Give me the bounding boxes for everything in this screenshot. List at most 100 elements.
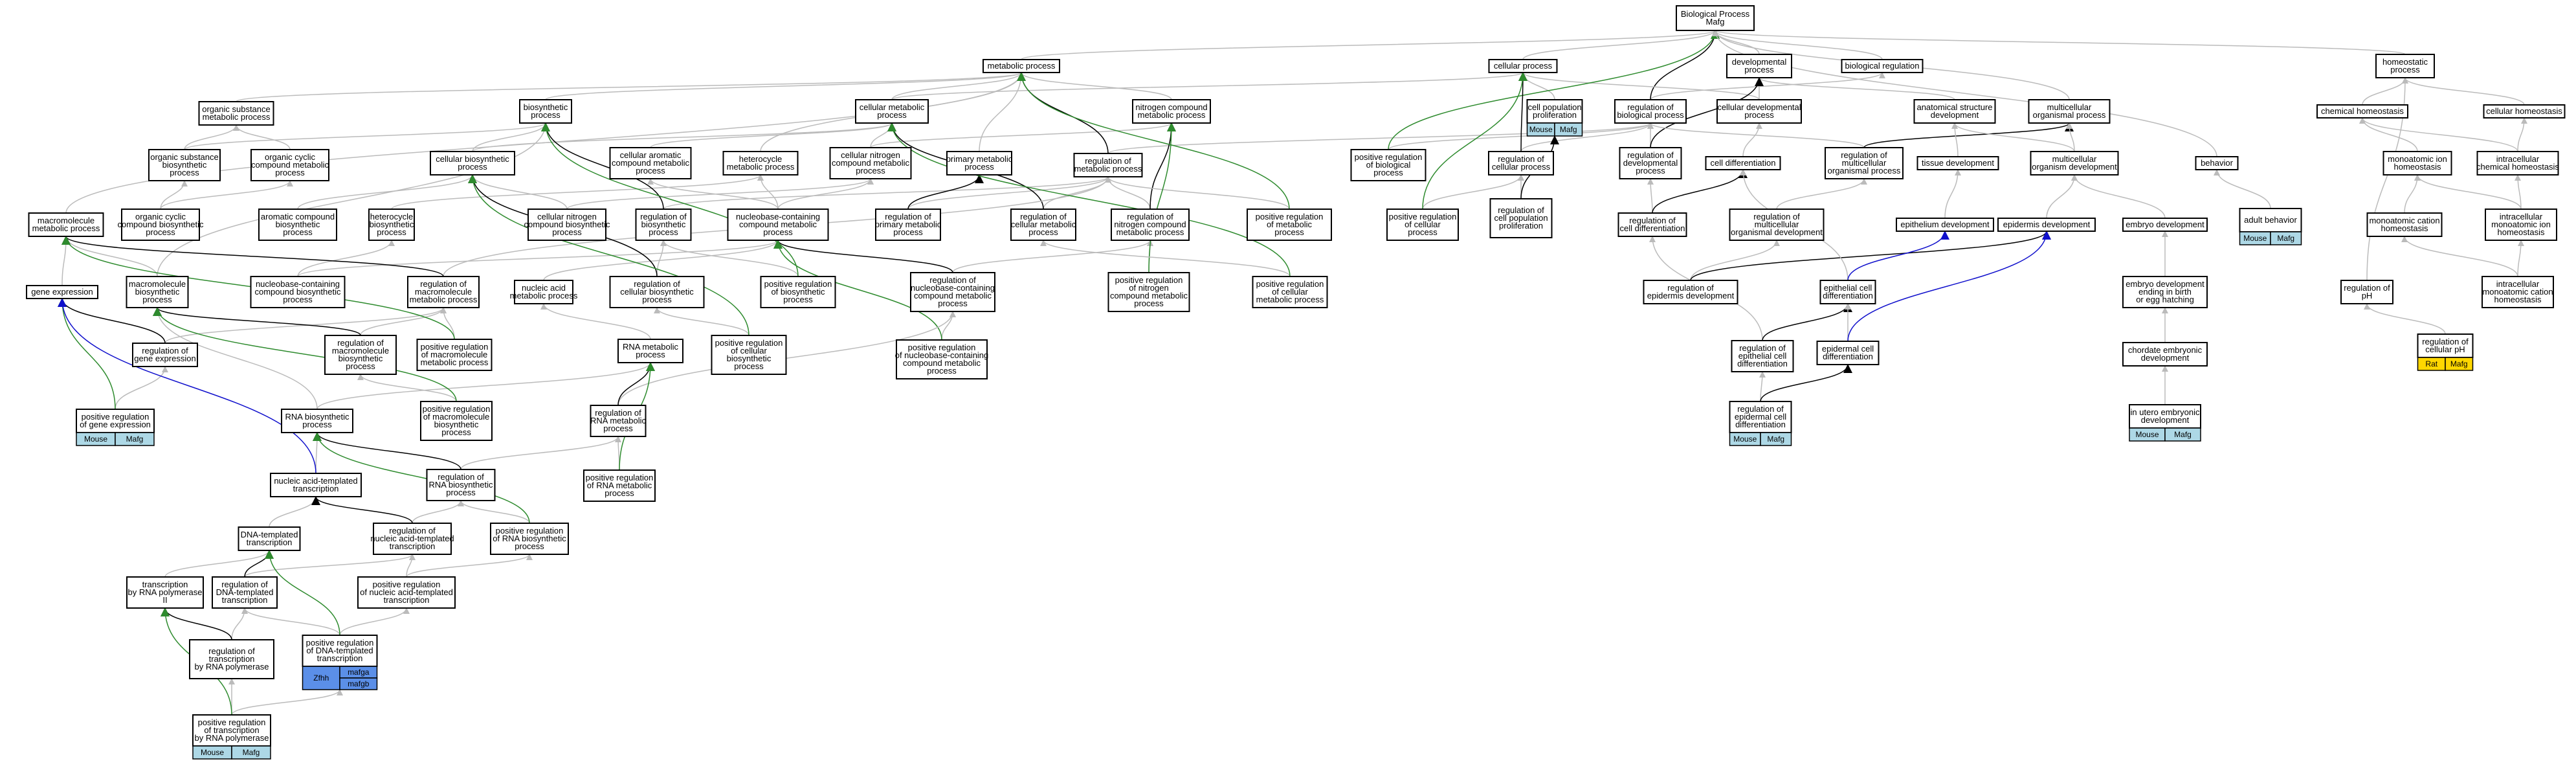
go-term-epd[interactable]: epidermis development	[1997, 218, 2096, 232]
go-term-ge[interactable]: gene expression	[26, 285, 98, 299]
term-box	[2122, 218, 2208, 232]
go-term-br[interactable]: biological regulation	[1841, 59, 1924, 73]
go-term-cch[interactable]: cellular homeostasis	[2483, 104, 2566, 119]
go-term-ab[interactable]: adult behavior	[2239, 208, 2302, 232]
go-term-mp[interactable]: metabolic process	[983, 59, 1060, 73]
go-term-rombp[interactable]: regulation ofmacromoleculebiosyntheticpr…	[324, 335, 397, 375]
go-term-ed[interactable]: epithelium development	[1896, 218, 1994, 232]
go-term-td[interactable]: tissue development	[1916, 156, 1999, 170]
go-term-embd[interactable]: embryo development	[2122, 218, 2208, 232]
go-term-beh[interactable]: behavior	[2195, 156, 2239, 170]
go-term-cd[interactable]: cell differentiation	[1705, 156, 1781, 170]
go-term-cp[interactable]: cellular process	[1488, 59, 1558, 73]
go-term-chh[interactable]: chemical homeostasis	[2316, 104, 2408, 119]
go-term-roncc[interactable]: regulation ofnucleobase-containingcompou…	[910, 272, 995, 312]
